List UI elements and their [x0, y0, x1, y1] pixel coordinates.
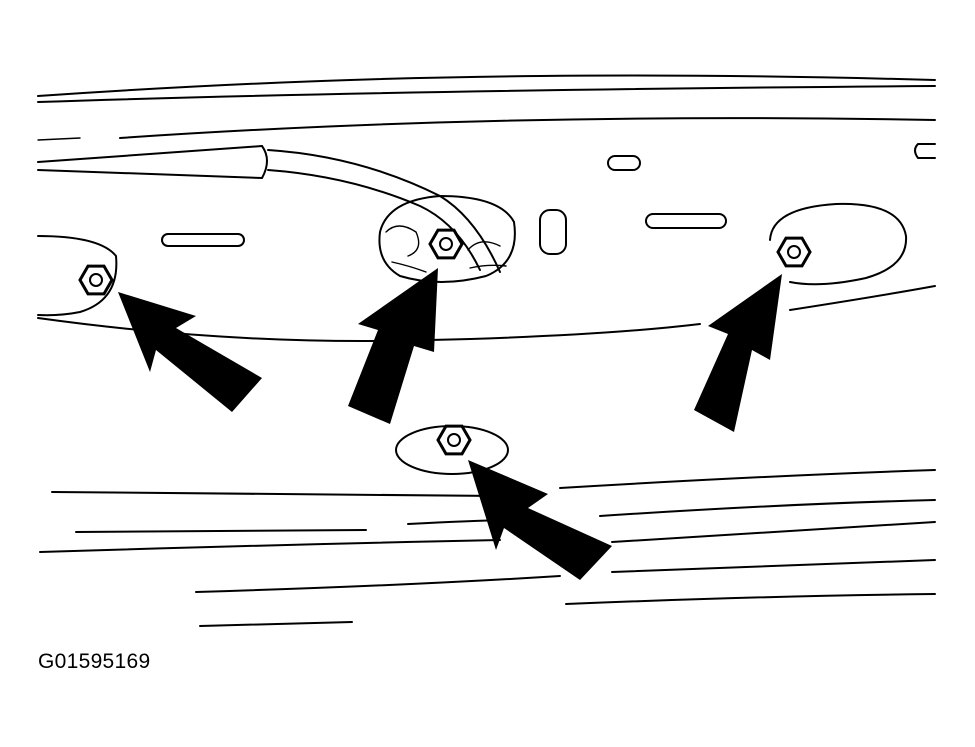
arrow-icon — [118, 292, 262, 412]
hex-nut-icon — [436, 424, 472, 456]
lower-panel-lines — [39, 469, 936, 627]
panel-slots — [161, 143, 936, 255]
lower-recess — [395, 425, 509, 475]
arrow-icon — [694, 274, 782, 432]
hex-nut-icon — [428, 228, 464, 260]
hex-nut-icon — [78, 264, 114, 296]
right-opening — [769, 202, 908, 286]
arrow-icon — [468, 460, 612, 580]
center-opening — [378, 195, 516, 283]
figure-id-label: G01595169 — [38, 650, 151, 673]
arrow-icon — [348, 268, 438, 424]
hex-nut-icon — [776, 236, 812, 268]
wiring-harness — [37, 145, 501, 273]
upper-panel-lines — [37, 74, 936, 141]
